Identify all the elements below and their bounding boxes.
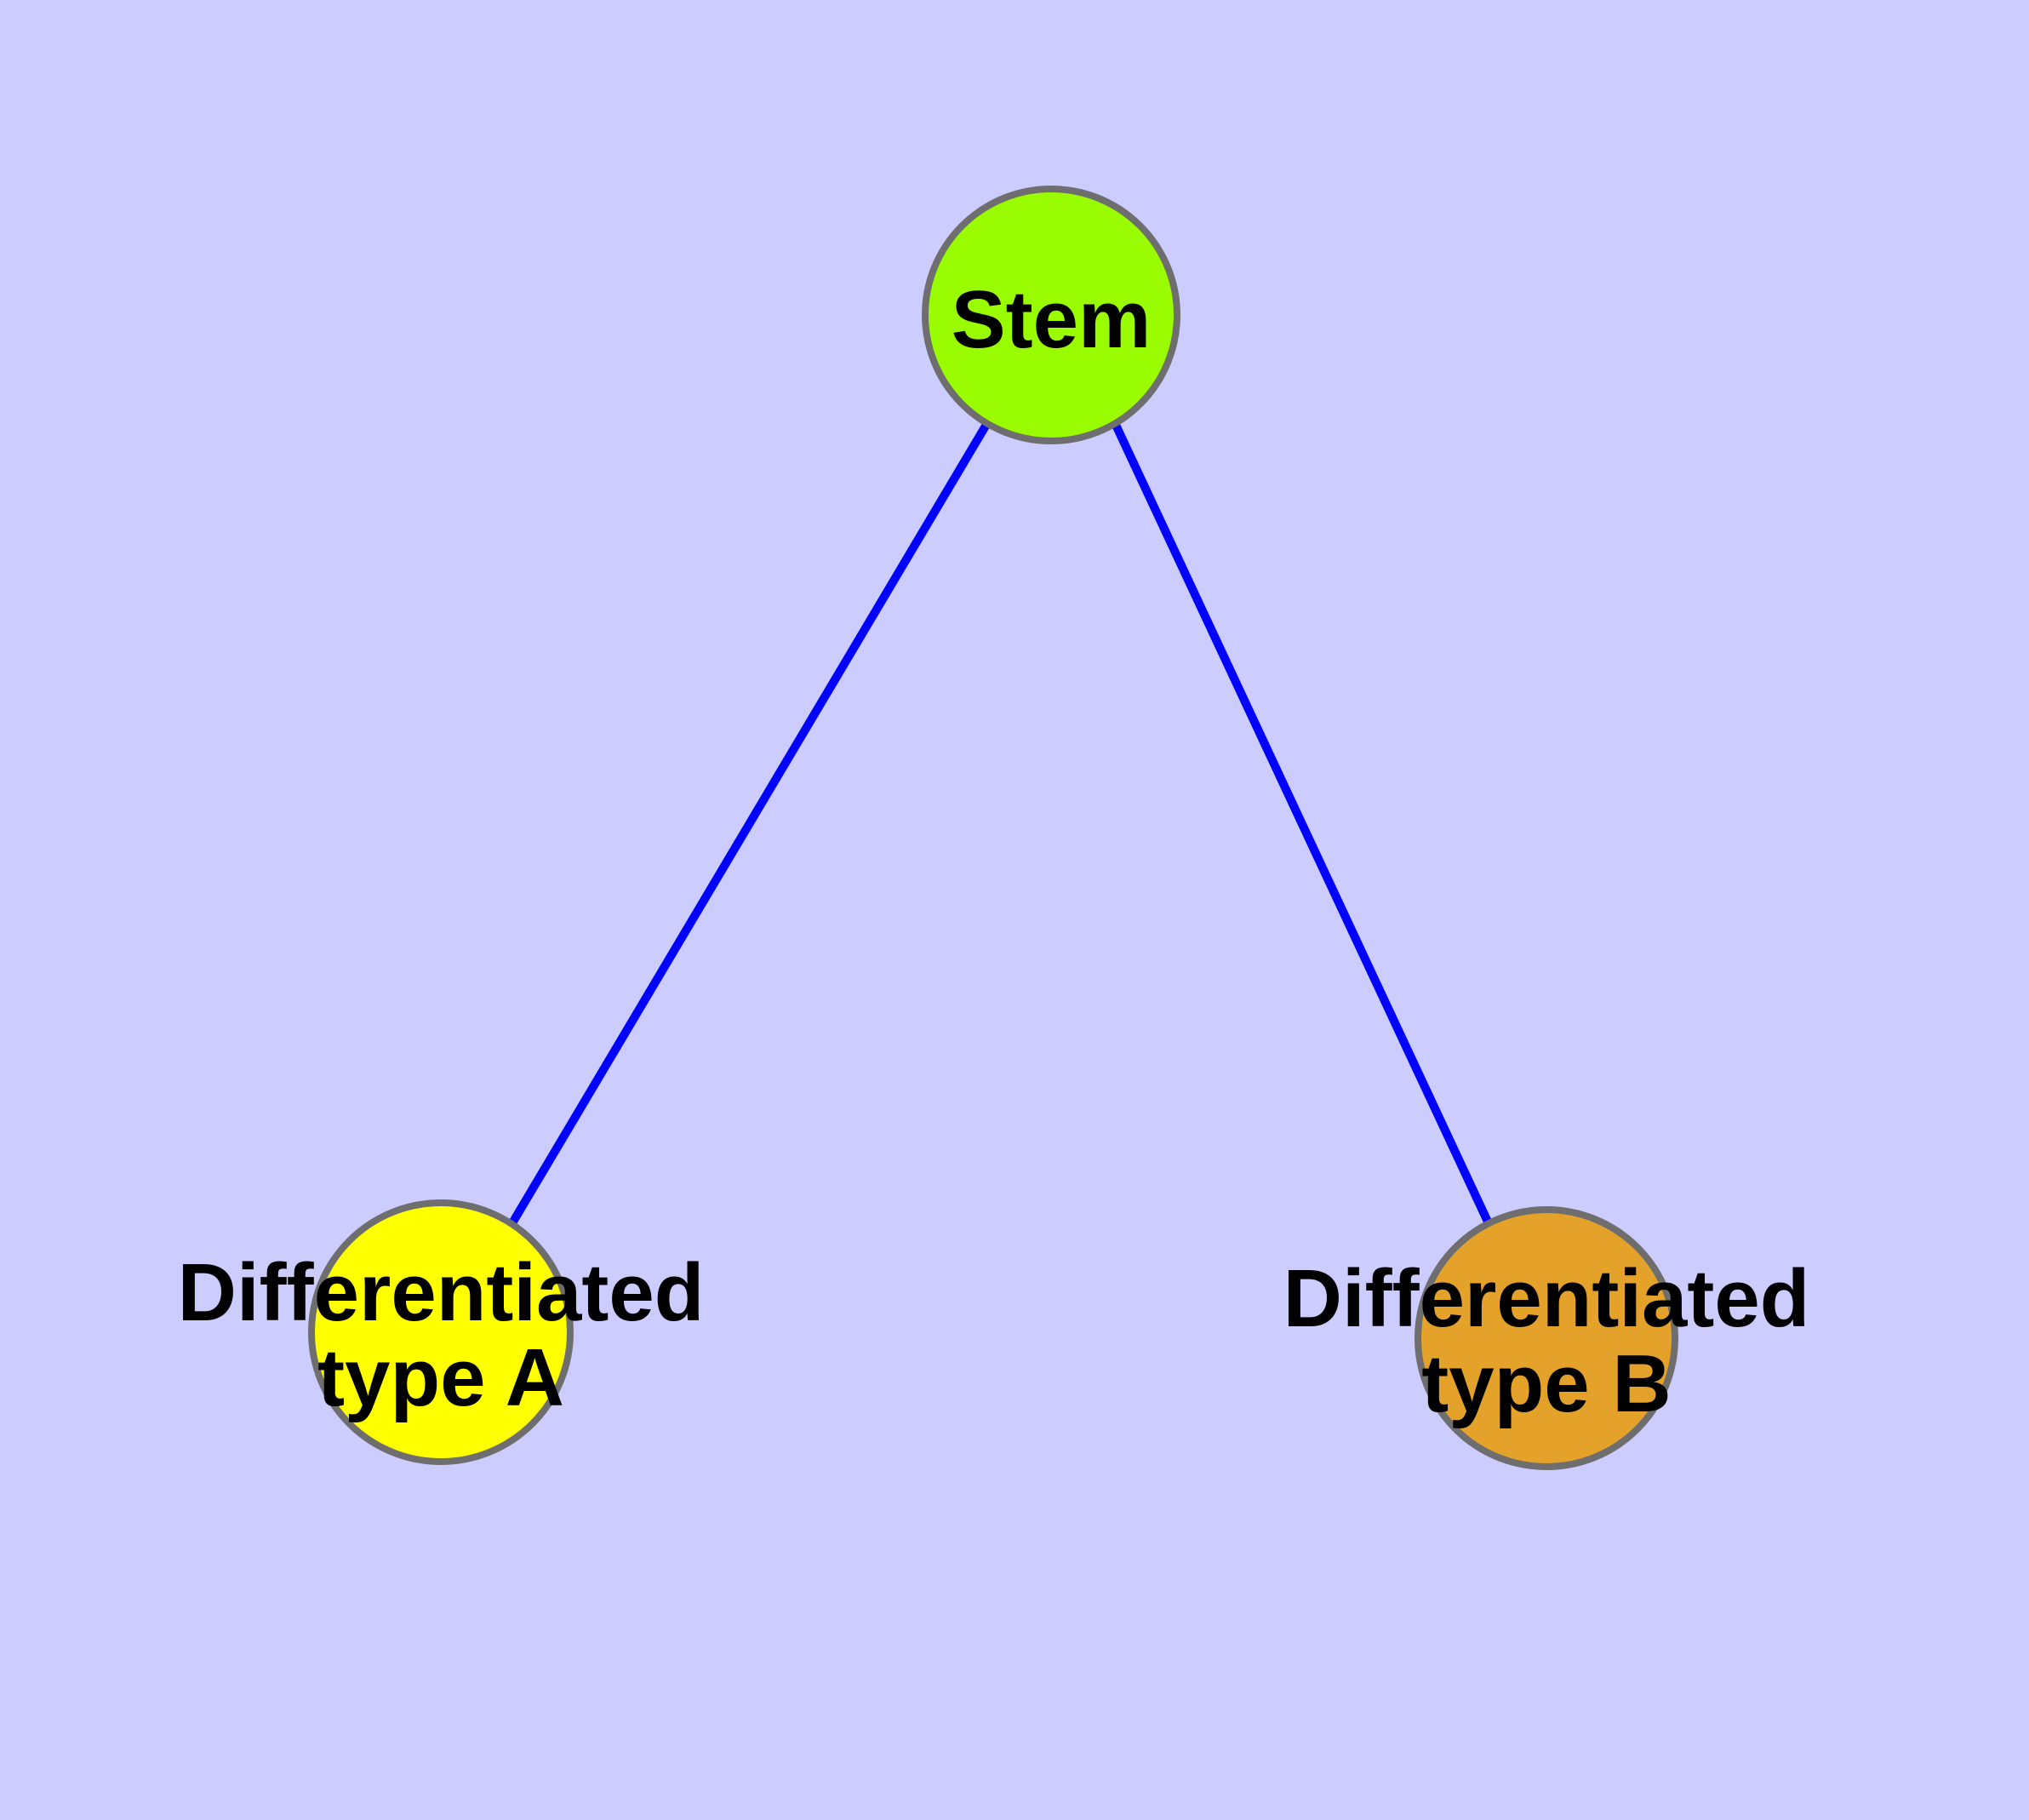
- edges-layer: [509, 421, 1492, 1224]
- node-label-line: type A: [317, 1332, 564, 1423]
- node-label-line: Differentiated: [1283, 1253, 1810, 1344]
- node-circle-diff-a[interactable]: [308, 1199, 574, 1465]
- node-label-line: Differentiated: [178, 1247, 705, 1338]
- node-circle-diff-b[interactable]: [1415, 1206, 1678, 1470]
- nodes-layer: [308, 186, 1678, 1470]
- node-label-line: type B: [1421, 1338, 1671, 1429]
- node-circle-stem[interactable]: [922, 186, 1180, 444]
- node-label-line: Stem: [952, 274, 1152, 365]
- edge-stem-to-diff-b[interactable]: [1111, 421, 1492, 1224]
- node-label-stem: Stem: [952, 274, 1152, 365]
- edge-stem-to-diff-a[interactable]: [509, 421, 992, 1224]
